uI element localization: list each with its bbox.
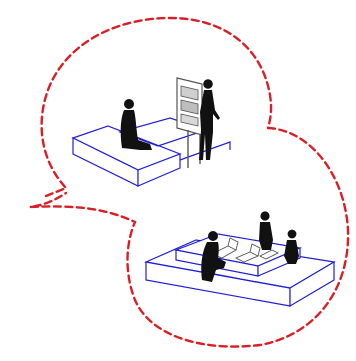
callout-bubble-bottom xyxy=(29,126,350,348)
seated-person-front-body xyxy=(201,242,226,282)
display-board xyxy=(176,77,203,168)
standing-person-back-head xyxy=(260,211,270,221)
seated-person-right-head xyxy=(287,229,297,239)
standing-person xyxy=(199,79,220,160)
seated-person-front xyxy=(201,231,226,282)
individual-study-scene xyxy=(71,77,231,187)
seated-person xyxy=(120,99,152,150)
seated-person-front-head xyxy=(208,231,218,241)
callout-bubble-top xyxy=(40,16,273,198)
laptop-2 xyxy=(234,243,261,263)
seated-person-right-body xyxy=(284,240,299,264)
base-side xyxy=(289,260,335,308)
standing-person-back-body xyxy=(259,222,273,250)
group-work-scene xyxy=(143,211,336,308)
platform-side xyxy=(137,153,181,187)
seated-person-right xyxy=(284,229,299,264)
standing-person-body xyxy=(199,90,220,160)
board-content-2 xyxy=(180,99,199,115)
board-content-3 xyxy=(180,113,199,127)
callout-outline-top xyxy=(40,16,273,198)
floor-line xyxy=(179,141,231,161)
laptop-3 xyxy=(258,249,280,260)
standing-person-back xyxy=(259,211,273,250)
seated-person-body xyxy=(120,110,152,150)
stepped-platform xyxy=(143,233,336,308)
callout-outline-bottom xyxy=(29,126,350,348)
standing-person-head xyxy=(203,79,213,89)
board-content-1 xyxy=(180,85,199,101)
seated-person-head xyxy=(124,99,134,109)
